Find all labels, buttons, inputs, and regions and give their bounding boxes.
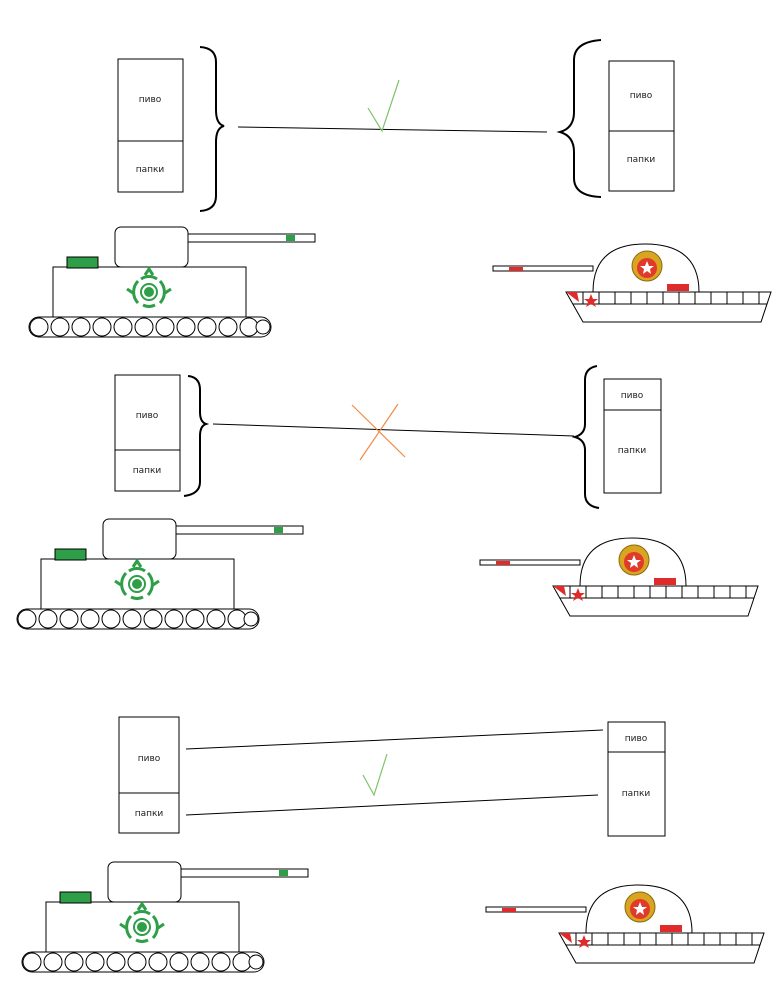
right-tank [492, 243, 772, 323]
left-bottom-label: папки [135, 809, 164, 819]
left-brace [183, 375, 210, 497]
check-mark [362, 753, 388, 797]
right-bottom-label: папки [622, 789, 651, 799]
scene-2: пиво папки пиво папки [15, 365, 759, 631]
connector-line-bottom [185, 794, 599, 816]
left-table: пиво папки [114, 374, 181, 492]
left-tank [20, 860, 310, 974]
right-top-label: пиво [621, 391, 644, 401]
right-table: пиво папки [607, 721, 666, 837]
right-top-label: пиво [630, 91, 653, 101]
right-brace [571, 365, 600, 509]
right-table: пиво папки [608, 60, 675, 192]
check-mark [367, 79, 400, 133]
left-top-label: пиво [139, 95, 162, 105]
right-bottom-label: папки [627, 155, 656, 165]
left-top-label: пиво [136, 411, 159, 421]
right-table: пиво папки [603, 378, 662, 494]
right-tank [485, 884, 765, 964]
connector-line-top [185, 729, 604, 750]
cross-mark [351, 403, 406, 461]
scene-3: пиво папки пиво папки [20, 716, 765, 974]
right-brace [556, 39, 602, 198]
left-bottom-label: папки [133, 466, 162, 476]
left-bottom-label: папки [136, 165, 165, 175]
right-top-label: пиво [625, 734, 648, 744]
left-brace [199, 46, 225, 212]
left-table: пиво папки [117, 58, 184, 193]
right-tank [479, 537, 759, 617]
scene-1: пиво папки пиво папки [27, 39, 772, 339]
left-table: пиво папки [118, 716, 180, 834]
connector-line [237, 126, 548, 133]
connector-line [212, 423, 575, 437]
left-top-label: пиво [138, 754, 161, 764]
left-tank [27, 225, 317, 339]
right-bottom-label: папки [618, 446, 647, 456]
left-tank [15, 517, 305, 631]
